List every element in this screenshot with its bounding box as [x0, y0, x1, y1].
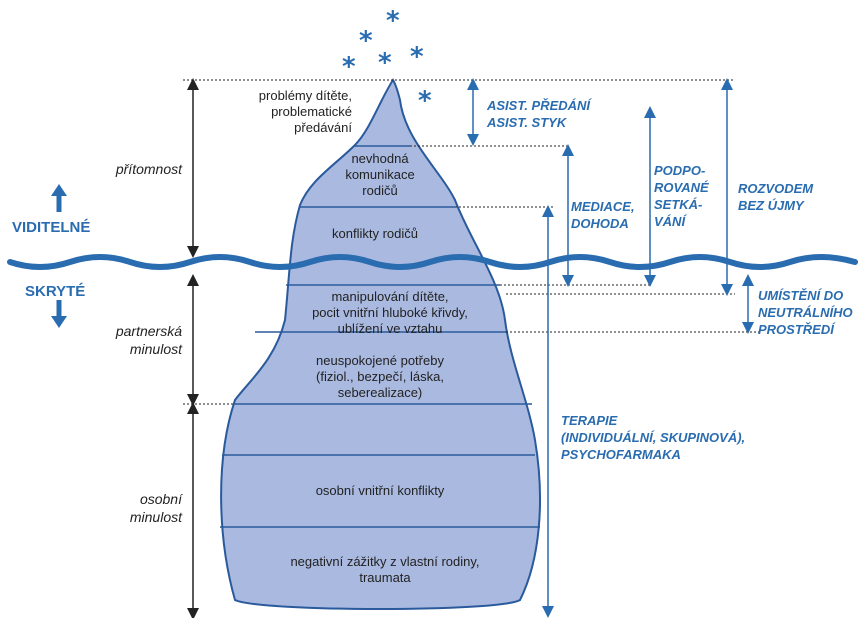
label-personal-past: osobní minulost	[129, 491, 182, 525]
layer-manipulation: manipulování dítěte, pocit vnitřní hlubo…	[312, 289, 468, 336]
star-icon: *	[418, 86, 432, 116]
layer-needs: neuspokojené potřeby (fiziol., bezpečí, …	[316, 353, 444, 400]
label-present: přítomnost	[115, 161, 182, 177]
layer-conflicts: konflikty rodičů	[332, 226, 418, 241]
arrow-down-icon	[51, 300, 67, 328]
star-icon: *	[342, 52, 356, 82]
layer-child-problems: problémy dítěte, problematické předávání	[258, 88, 352, 135]
arrow-up-icon	[51, 184, 67, 212]
layer-separators	[220, 145, 540, 528]
iceberg-shape	[220, 78, 541, 610]
star-icon: *	[410, 42, 424, 72]
intervention-mediace: MEDIACE, DOHODA	[571, 199, 635, 231]
water-line	[7, 254, 858, 270]
star-icon: *	[359, 26, 373, 56]
label-partner-past: partnerská minulost	[115, 323, 182, 357]
intervention-podporovane: PODPO- ROVANÉ SETKÁ- VÁNÍ	[654, 163, 709, 229]
label-visible: VIDITELNÉ	[12, 219, 91, 236]
label-hidden: SKRYTÉ	[25, 283, 86, 300]
intervention-umisteni: UMÍSTĚNÍ DO NEUTRÁLNÍHO PROSTŘEDÍ	[758, 288, 853, 337]
intervention-rozvodem: ROZVODEM BEZ ÚJMY	[738, 181, 814, 213]
layer-communication: nevhodná komunikace rodičů	[345, 151, 415, 198]
right-range-arrows	[467, 78, 754, 618]
intervention-asist: ASIST. PŘEDÁNÍ ASIST. STYK	[487, 98, 591, 130]
layer-family-trauma: negativní zážitky z vlastní rodiny, trau…	[290, 554, 480, 585]
layer-inner-conflicts: osobní vnitřní konflikty	[315, 483, 445, 498]
star-icon: *	[386, 6, 400, 36]
intervention-terapie: TERAPIE (INDIVIDUÁLNÍ, SKUPINOVÁ), PSYCH…	[561, 413, 746, 462]
star-icon: *	[378, 48, 392, 78]
